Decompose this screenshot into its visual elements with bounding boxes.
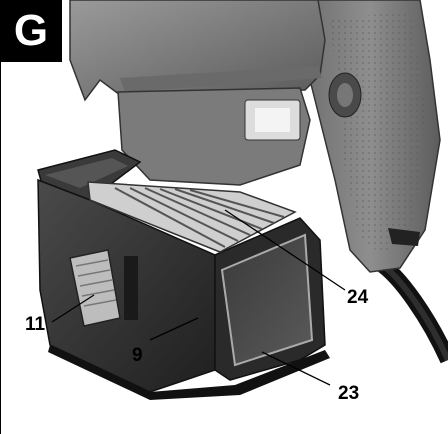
tool-handle xyxy=(299,0,441,273)
callout-23: 23 xyxy=(338,383,360,404)
callout-leaders xyxy=(51,209,346,386)
callout-24: 24 xyxy=(347,287,369,308)
power-cable xyxy=(373,255,448,364)
figure-frame-left xyxy=(0,62,1,434)
figure-badge: G xyxy=(0,0,62,62)
figure-badge-letter: G xyxy=(13,6,49,55)
tool-body xyxy=(69,0,326,186)
callout-11: 11 xyxy=(25,314,46,335)
callout-9: 9 xyxy=(132,345,143,366)
dust-box xyxy=(37,149,330,400)
